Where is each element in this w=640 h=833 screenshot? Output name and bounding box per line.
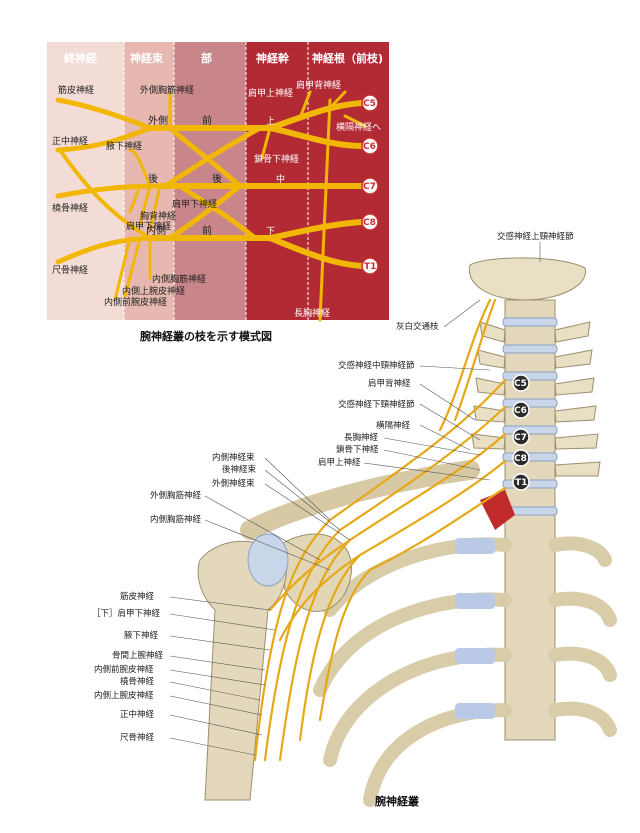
cord-medial-3: 下 — [266, 227, 275, 237]
label-phrenic-anatomy: 横隔神経 — [376, 421, 411, 431]
label-medial-pectoral: 内側胸筋神経 — [152, 273, 206, 285]
header-terminal: 終神経 — [64, 51, 98, 65]
label-superior-cervical-ganglion: 交感神経上頸神経節 — [497, 232, 574, 242]
label-radial: 橈骨神経 — [52, 202, 88, 214]
header-divisions: 部 — [201, 51, 212, 65]
label-subclavian-anatomy: 鎖骨下神経 — [336, 445, 379, 455]
label-lower-subscapular-anatomy: ［下］肩甲下神経 — [92, 609, 161, 619]
label-medial-cord: 内側神経束 — [212, 453, 255, 463]
label-medial-brachial-cutaneous: 内側上腕皮神経 — [122, 285, 185, 297]
label-middle-cervical-ganglion: 交感神経中頸神経節 — [338, 361, 415, 371]
root-label-c6: C6 — [363, 142, 376, 152]
cord-lateral-1: 外側 — [148, 114, 168, 127]
label-long-thoracic-anatomy: 長胸神経 — [344, 433, 379, 443]
cord-medial-2: 前 — [202, 224, 212, 237]
label-ulnar: 尺骨神経 — [52, 264, 88, 276]
label-axillary: 腋下神経 — [106, 140, 142, 152]
label-musculocutaneous-anatomy: 筋皮神経 — [120, 592, 155, 602]
root-label-c8: C8 — [363, 218, 376, 228]
anatomy-caption: 腕神経叢 — [375, 795, 419, 808]
label-ulnar-anatomy: 尺骨神経 — [120, 733, 155, 743]
label-medial-antebrachial-cutaneous: 内側前腕皮神経 — [104, 296, 167, 308]
label-suprascapular-anatomy: 肩甲上神経 — [318, 458, 361, 468]
label-gray-ramus: 灰白交通枝 — [396, 322, 439, 332]
label-subclavian: 鎖骨下神経 — [254, 153, 299, 165]
cord-posterior-1: 後 — [148, 172, 158, 185]
header-roots: 神経根（前枝) — [312, 51, 383, 65]
cord-lateral-2: 前 — [202, 114, 212, 127]
label-lateral-cord: 外側神経束 — [212, 479, 255, 489]
root-label-c7: C7 — [363, 182, 376, 192]
header-trunks: 神経幹 — [256, 51, 289, 65]
label-lateral-pectoral: 外側胸筋神経 — [140, 84, 194, 96]
cord-posterior-3: 中 — [276, 173, 285, 185]
cord-medial-1: 内側 — [146, 224, 166, 237]
label-musculocutaneous: 筋皮神経 — [58, 84, 94, 96]
label-suprascapular: 肩甲上神経 — [248, 87, 293, 99]
label-medial-antebrachial-anatomy: 内側前腕皮神経 — [94, 665, 154, 675]
label-medial-brachial-anatomy: 内側上腕皮神経 — [94, 691, 154, 701]
label-thoracodorsal: 胸背神経 — [140, 210, 176, 222]
label-axillary-anatomy: 腋下神経 — [124, 631, 159, 641]
cord-lateral-3: 上 — [266, 116, 275, 127]
label-medial-pectoral-anatomy: 内側胸筋神経 — [150, 515, 202, 525]
header-cords: 神経束 — [130, 51, 164, 65]
cord-posterior-2: 後 — [212, 172, 222, 185]
label-long-thoracic: 長胸神経 — [294, 307, 330, 319]
root-label-t1: T1 — [364, 262, 376, 272]
root-label-c5: C5 — [363, 99, 376, 109]
label-radial-anatomy: 橈骨神経 — [120, 677, 155, 687]
label-dorsal-scapular: 肩甲背神経 — [296, 79, 341, 91]
label-posterior-interosseous: 骨間上腕神経 — [112, 651, 164, 661]
schema-caption: 腕神経叢の枝を示す模式図 — [140, 330, 272, 343]
label-median: 正中神経 — [52, 135, 88, 147]
label-phrenic: 横隔神経へ — [336, 121, 381, 133]
label-median-anatomy: 正中神経 — [120, 710, 155, 720]
label-lower-subscapular: 肩甲下神経 — [126, 220, 171, 232]
root-circles: C5 C6 C7 C8 T1 — [361, 94, 379, 275]
label-posterior-cord: 後神経束 — [222, 465, 257, 475]
label-inferior-cervical-ganglion: 交感神経下頸神経節 — [338, 400, 415, 410]
nerve-paths — [55, 90, 367, 322]
label-upper-subscapular: 肩甲下神経 — [172, 198, 217, 210]
label-dorsal-scapular-anatomy: 肩甲背神経 — [368, 379, 411, 389]
label-lateral-pectoral-anatomy: 外側胸筋神経 — [150, 491, 202, 501]
